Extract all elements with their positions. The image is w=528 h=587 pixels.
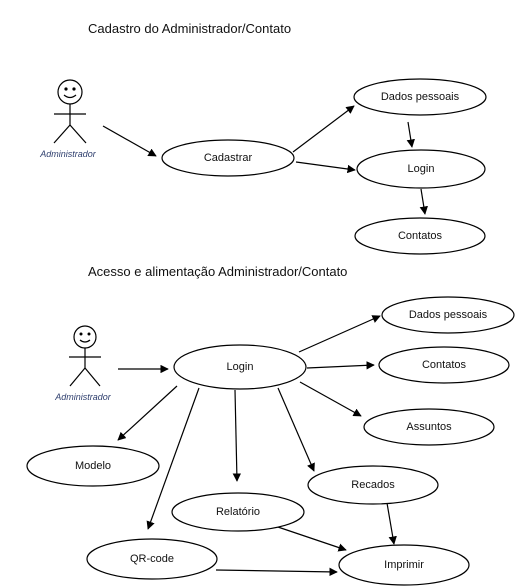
edge-login-to-contatos xyxy=(306,361,375,370)
use-case-contatos-2: Contatos xyxy=(378,346,510,384)
edge-login-to-contatos xyxy=(419,188,428,215)
use-case-login-1: Login xyxy=(356,149,486,189)
edges-section-1 xyxy=(102,105,428,215)
use-case-contatos-2-label: Contatos xyxy=(422,359,467,371)
use-case-dados-pessoais-2: Dados pessoais xyxy=(381,296,515,334)
actor-1-label: Administrador xyxy=(39,149,97,159)
edge-dados-pessoais-to-login xyxy=(406,121,415,148)
use-case-login-2: Login xyxy=(173,344,307,390)
edge-qrcode-to-imprimir xyxy=(215,567,338,577)
use-case-recados: Recados xyxy=(307,465,439,505)
actor-2: Administrador xyxy=(54,325,112,402)
use-case-contatos-1-label: Contatos xyxy=(398,230,443,242)
use-case-dados-pessoais-1: Dados pessoais xyxy=(353,78,487,116)
actor-2-label: Administrador xyxy=(54,392,112,402)
actor-1: Administrador xyxy=(39,79,97,159)
use-case-dados-pessoais-1-label: Dados pessoais xyxy=(381,91,460,103)
use-case-modelo: Modelo xyxy=(26,445,160,487)
use-case-dados-pessoais-2-label: Dados pessoais xyxy=(409,309,488,321)
use-case-relatorio: Relatório xyxy=(171,492,305,532)
edge-login-to-qrcode xyxy=(146,387,200,530)
edge-login-to-recados xyxy=(277,387,315,472)
actor-1-stick-figure-icon xyxy=(53,79,87,144)
edge-login-to-modelo xyxy=(117,385,178,441)
use-case-login-2-label: Login xyxy=(227,361,254,373)
use-case-modelo-label: Modelo xyxy=(75,460,111,472)
edge-relatorio-to-imprimir xyxy=(271,524,347,552)
use-case-assuntos: Assuntos xyxy=(363,408,495,446)
edges-section-2 xyxy=(117,315,397,577)
use-case-login-1-label: Login xyxy=(408,163,435,175)
use-case-contatos-1: Contatos xyxy=(354,217,486,255)
edge-cadastrar-to-dados-pessoais xyxy=(292,105,355,153)
use-case-recados-label: Recados xyxy=(351,479,395,491)
section-2-title: Acesso e alimentação Administrador/Conta… xyxy=(88,264,347,279)
use-case-cadastrar: Cadastrar xyxy=(161,139,295,177)
use-case-assuntos-label: Assuntos xyxy=(406,421,452,433)
edge-login-to-dados-pessoais xyxy=(298,315,381,353)
use-case-relatorio-label: Relatório xyxy=(216,506,260,518)
use-case-imprimir: Imprimir xyxy=(338,544,470,586)
actor-2-stick-figure-icon xyxy=(69,325,101,387)
edge-login-to-relatorio xyxy=(232,389,242,482)
edge-recados-to-imprimir xyxy=(386,502,397,545)
use-case-qrcode: QR-code xyxy=(86,538,218,580)
edge-cadastrar-to-login xyxy=(295,161,356,174)
use-case-imprimir-label: Imprimir xyxy=(384,559,424,571)
section-1-title: Cadastro do Administrador/Contato xyxy=(88,21,291,36)
edge-actor-to-cadastrar xyxy=(102,125,157,157)
edge-login-to-assuntos xyxy=(299,381,362,417)
use-case-qrcode-label: QR-code xyxy=(130,553,174,565)
use-case-cadastrar-label: Cadastrar xyxy=(204,152,253,164)
